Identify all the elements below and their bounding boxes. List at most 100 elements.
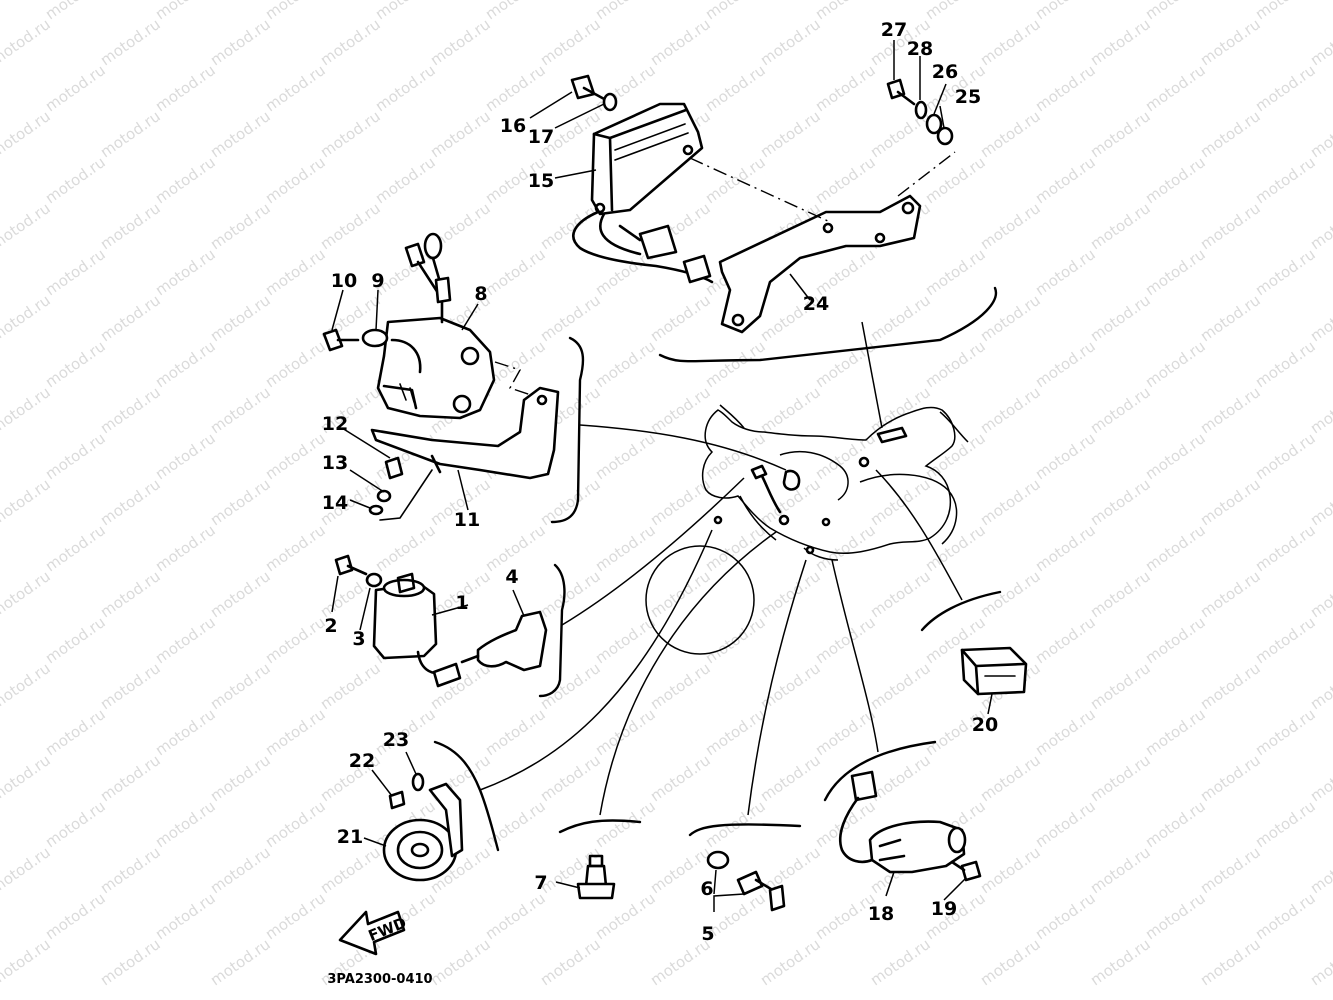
watermark-text: motod.ru [207, 935, 274, 989]
watermark-text: motod.ru [867, 475, 934, 529]
watermark-text: motod.ru [0, 843, 54, 897]
watermark-text: motod.ru [482, 889, 549, 943]
unit-bracket [689, 151, 956, 334]
watermark-text: motod.ru [1087, 751, 1154, 805]
watermark-text: motod.ru [1032, 521, 1099, 575]
watermark-text: motod.ru [152, 797, 219, 851]
watermark-text: motod.ru [207, 843, 274, 897]
watermark-text: motod.ru [1142, 705, 1209, 759]
watermark-text: motod.ru [757, 935, 824, 989]
watermark-text: motod.ru [1087, 15, 1154, 69]
watermark-text: motod.ru [977, 383, 1044, 437]
watermark-text: motod.ru [152, 245, 219, 299]
watermark-text: motod.ru [207, 751, 274, 805]
watermark-text: motod.ru [1252, 797, 1319, 851]
watermark-text: motod.ru [97, 383, 164, 437]
watermark-text: motod.ru [537, 751, 604, 805]
watermark-text: motod.ru [42, 797, 109, 851]
watermark-text: motod.ru [647, 567, 714, 621]
watermark-text: motod.ru [922, 245, 989, 299]
watermark-text: motod.ru [977, 291, 1044, 345]
watermark-text: motod.ru [867, 935, 934, 989]
watermark-text: motod.ru [702, 337, 769, 391]
watermark-text: motod.ru [812, 521, 879, 575]
watermark-text: motod.ru [537, 475, 604, 529]
callout-labels: 1 2 3 4 5 6 7 8 9 10 11 12 13 14 15 16 1… [322, 19, 998, 945]
callout-1: 1 [455, 592, 468, 614]
callout-4: 4 [505, 566, 518, 588]
watermark-text: motod.ru [262, 0, 329, 23]
watermark-text: motod.ru [977, 935, 1044, 989]
callout-14: 14 [322, 492, 348, 514]
watermark-text: motod.ru [317, 659, 384, 713]
watermark-text: motod.ru [977, 751, 1044, 805]
callout-9: 9 [371, 270, 384, 292]
watermark-text: motod.ru [592, 705, 659, 759]
watermark-text: motod.ru [1197, 935, 1264, 989]
watermark-text: motod.ru [42, 705, 109, 759]
watermark-text: motod.ru [537, 659, 604, 713]
watermark-text: motod.ru [812, 0, 879, 23]
watermark-text: motod.ru [1197, 659, 1264, 713]
watermark-text: motod.ru [1197, 843, 1264, 897]
watermark-text: motod.ru [647, 751, 714, 805]
watermark-text: motod.ru [757, 107, 824, 161]
watermark-text: motod.ru [1032, 0, 1099, 23]
watermark-text: motod.ru [372, 61, 439, 115]
watermark-text: motod.ru [0, 935, 54, 989]
watermark-text: motod.ru [977, 107, 1044, 161]
watermark-text: motod.ru [922, 337, 989, 391]
watermark-text: motod.ru [152, 153, 219, 207]
watermark-text: motod.ru [592, 613, 659, 667]
callout-21: 21 [337, 826, 363, 848]
watermark-text: motod.ru [152, 613, 219, 667]
watermark-text: motod.ru [1307, 659, 1333, 713]
watermark-text: motod.ru [812, 153, 879, 207]
watermark-text: motod.ru [537, 15, 604, 69]
watermark-text: motod.ru [1197, 475, 1264, 529]
watermark-text: motod.ru [42, 61, 109, 115]
callout-11: 11 [454, 509, 480, 531]
watermark-text: motod.ru [1197, 567, 1264, 621]
watermark-text: motod.ru [317, 15, 384, 69]
watermark-text: motod.ru [702, 0, 769, 23]
cdi-mount-bolt [570, 74, 618, 112]
watermark-text: motod.ru [1087, 567, 1154, 621]
watermark-text: motod.ru [757, 383, 824, 437]
watermark-text: motod.ru [867, 291, 934, 345]
watermark-text: motod.ru [1142, 153, 1209, 207]
watermark-text: motod.ru [482, 705, 549, 759]
watermark-text: motod.ru [1307, 475, 1333, 529]
watermark-text: motod.ru [977, 843, 1044, 897]
watermark-text: motod.ru [757, 15, 824, 69]
watermark-text: motod.ru [647, 15, 714, 69]
watermark-text: motod.ru [42, 889, 109, 943]
watermark-text: motod.ru [97, 15, 164, 69]
watermark-text: motod.ru [922, 521, 989, 575]
relay [960, 646, 1028, 696]
watermark-text: motod.ru [1087, 475, 1154, 529]
watermark-text: motod.ru [1032, 613, 1099, 667]
callout-3: 3 [352, 628, 365, 650]
watermark-text: motod.ru [262, 613, 329, 667]
watermark-text: motod.ru [1307, 843, 1333, 897]
watermark-text: motod.ru [0, 751, 54, 805]
watermark-text: motod.ru [1307, 567, 1333, 621]
watermark-text: motod.ru [867, 567, 934, 621]
watermark-text: motod.ru [1032, 153, 1099, 207]
watermark-text: motod.ru [42, 337, 109, 391]
watermark-text: motod.ru [812, 797, 879, 851]
watermark-text: motod.ru [592, 521, 659, 575]
watermark-text: motod.ru [152, 521, 219, 575]
watermark-text: motod.ru [537, 567, 604, 621]
watermark-text: motod.ru [647, 383, 714, 437]
watermark-text: motod.ru [592, 0, 659, 23]
watermark-text: motod.ru [1087, 291, 1154, 345]
watermark-text: motod.ru [152, 429, 219, 483]
watermark-text: motod.ru [1142, 889, 1209, 943]
watermark-text: motod.ru [1142, 429, 1209, 483]
watermark-text: motod.ru [867, 659, 934, 713]
watermark-text: motod.ru [1252, 153, 1319, 207]
watermark-text: motod.ru [262, 245, 329, 299]
